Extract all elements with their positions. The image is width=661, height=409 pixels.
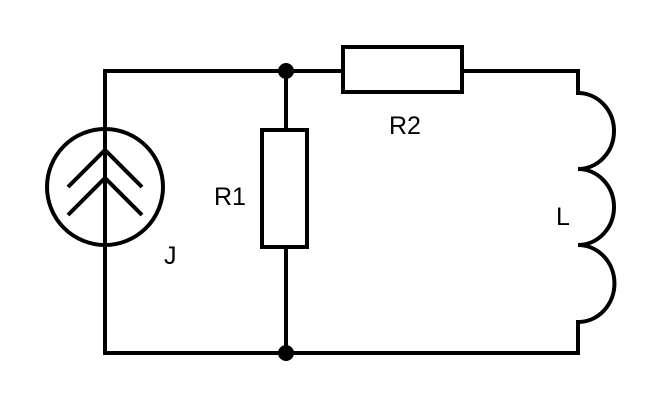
label-r2: R2 xyxy=(389,112,421,140)
bottom-wire xyxy=(103,320,580,355)
label-l: L xyxy=(556,203,570,231)
top-wire-right xyxy=(460,69,580,95)
junction-node-top xyxy=(278,63,294,79)
current-source-arrow-lower xyxy=(66,175,144,217)
resistor-r1 xyxy=(260,128,309,249)
wires xyxy=(103,69,580,355)
current-source-arrow-upper xyxy=(66,147,144,189)
label-j: J xyxy=(164,242,177,270)
resistor-r2 xyxy=(341,45,464,94)
label-r1: R1 xyxy=(214,183,246,211)
junction-node-bottom xyxy=(278,345,294,361)
inductor-l xyxy=(577,91,617,324)
current-source xyxy=(45,127,165,247)
